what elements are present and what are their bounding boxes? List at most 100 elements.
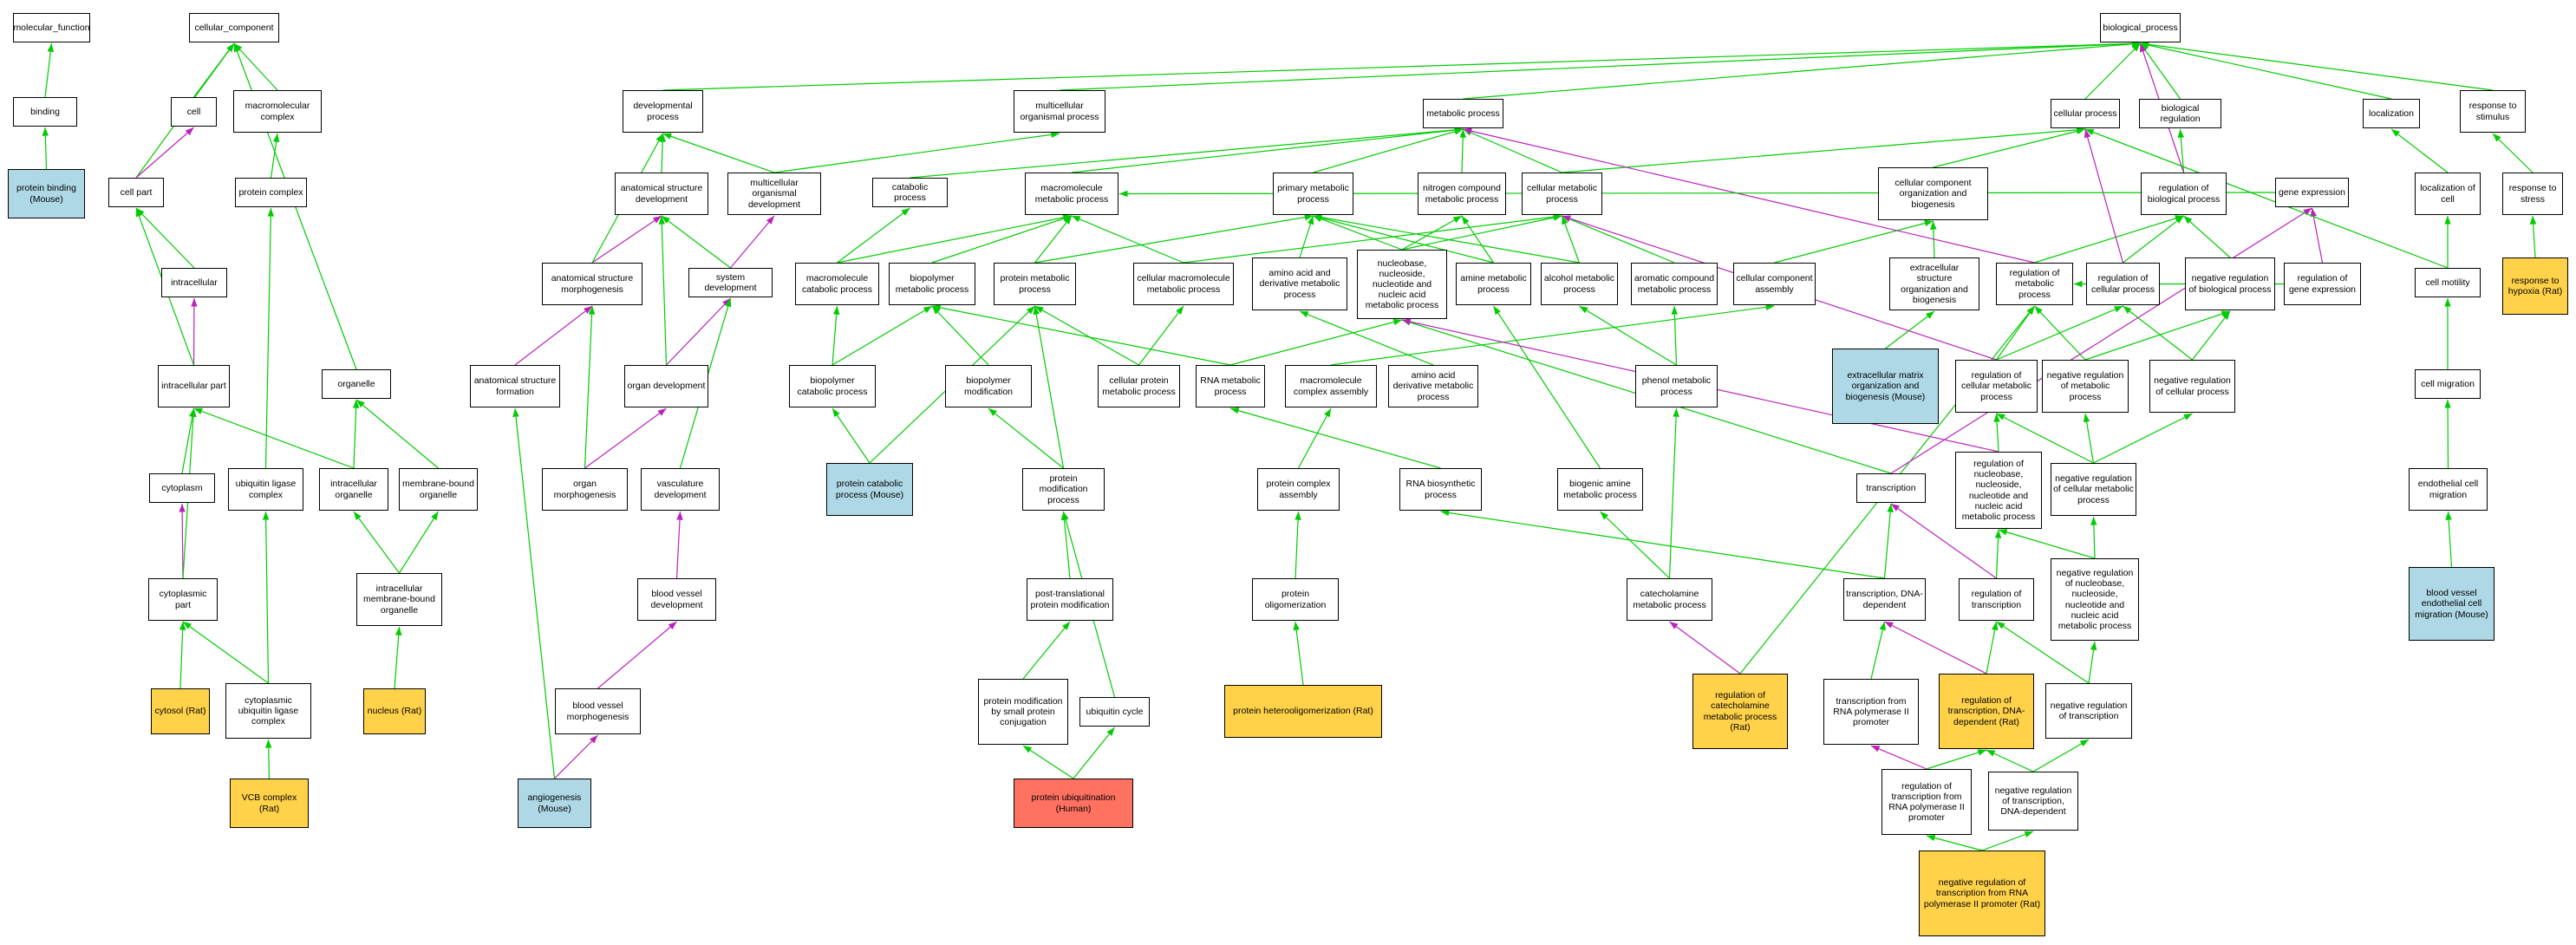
node-cytoplasm[interactable]: cytoplasm bbox=[149, 473, 215, 503]
node-mf[interactable]: molecular_function bbox=[13, 13, 90, 42]
node-reg-gene-expression[interactable]: regulation of gene expression bbox=[2284, 263, 2361, 305]
node-post-translational-mod[interactable]: post-translational protein modification bbox=[1027, 578, 1113, 621]
node-response-to-stimulus[interactable]: response to stimulus bbox=[2460, 90, 2526, 133]
node-multicellular-organismal-process[interactable]: multicellular organismal process bbox=[1014, 90, 1105, 133]
node-neg-reg-transcription-dna[interactable]: negative regulation of transcription, DN… bbox=[1988, 772, 2078, 831]
node-protein-catabolic[interactable]: protein catabolic process (Mouse) bbox=[826, 463, 913, 516]
node-metabolic-process[interactable]: metabolic process bbox=[1423, 99, 1503, 128]
node-bp[interactable]: biological_process bbox=[2100, 13, 2181, 42]
node-cytoplasmic-part[interactable]: cytoplasmic part bbox=[148, 578, 218, 621]
node-cytosol[interactable]: cytosol (Rat) bbox=[151, 688, 210, 734]
node-blood-vessel-morphogenesis[interactable]: blood vessel morphogenesis bbox=[555, 688, 641, 734]
node-anatomical-structure-formation[interactable]: anatomical structure formation bbox=[470, 365, 560, 407]
node-reg-transcription-rnap2[interactable]: regulation of transcription from RNA pol… bbox=[1881, 769, 1972, 835]
node-macromolecule-catabolic[interactable]: macromolecule catabolic process bbox=[795, 263, 879, 305]
node-protein-oligomerization[interactable]: protein oligomerization bbox=[1252, 578, 1339, 621]
node-cc-assembly[interactable]: cellular component assembly bbox=[1733, 263, 1816, 305]
node-biogenic-amine[interactable]: biogenic amine metabolic process bbox=[1557, 468, 1643, 511]
node-protein-heterooligomerization[interactable]: protein heterooligomerization (Rat) bbox=[1224, 685, 1382, 738]
node-nucleobase-metabolic[interactable]: nucleobase, nucleoside, nucleotide and n… bbox=[1357, 250, 1447, 319]
node-system-development[interactable]: system development bbox=[688, 268, 773, 297]
node-endothelial-cell-migration[interactable]: endothelial cell migration bbox=[2409, 468, 2488, 511]
node-reg-biological-process[interactable]: regulation of biological process bbox=[2141, 173, 2227, 215]
node-nucleus[interactable]: nucleus (Rat) bbox=[363, 688, 426, 734]
node-transcription-dna[interactable]: transcription, DNA-dependent bbox=[1843, 578, 1926, 621]
node-intracellular-organelle[interactable]: intracellular organelle bbox=[319, 468, 388, 511]
node-ecm-org-biogenesis[interactable]: extracellular matrix organization and bi… bbox=[1832, 349, 1939, 424]
node-biopolymer-modification[interactable]: biopolymer modification bbox=[945, 365, 1032, 407]
node-rna-biosynthetic[interactable]: RNA biosynthetic process bbox=[1399, 468, 1482, 511]
node-anatomical-structure-development[interactable]: anatomical structure development bbox=[615, 173, 708, 215]
node-vcb-complex[interactable]: VCB complex (Rat) bbox=[230, 779, 309, 828]
node-binding[interactable]: binding bbox=[13, 97, 77, 127]
node-cell-part[interactable]: cell part bbox=[108, 178, 164, 207]
node-ubiquitin-ligase-complex[interactable]: ubiquitin ligase complex bbox=[228, 468, 303, 511]
node-vasculature-development[interactable]: vasculature development bbox=[641, 468, 720, 511]
node-neg-reg-transcription-rnap2[interactable]: negative regulation of transcription fro… bbox=[1919, 850, 2045, 936]
node-localization[interactable]: localization bbox=[2363, 99, 2420, 128]
node-aromatic-metabolic[interactable]: aromatic compound metabolic process bbox=[1631, 263, 1718, 305]
node-mc-assembly[interactable]: macromolecule complex assembly bbox=[1285, 365, 1377, 407]
node-intracellular-mbo[interactable]: intracellular membrane-bound organelle bbox=[356, 573, 442, 626]
node-cc[interactable]: cellular_component bbox=[189, 13, 279, 42]
node-transcription[interactable]: transcription bbox=[1856, 473, 1926, 503]
node-developmental-process[interactable]: developmental process bbox=[623, 90, 703, 133]
node-reg-transcription[interactable]: regulation of transcription bbox=[1959, 578, 2034, 621]
node-protein-complex[interactable]: protein complex bbox=[235, 178, 307, 207]
node-blood-vessel-development[interactable]: blood vessel development bbox=[637, 578, 716, 621]
node-organ-morphogenesis[interactable]: organ morphogenesis bbox=[542, 468, 628, 511]
node-cell-motility[interactable]: cell motility bbox=[2415, 268, 2481, 297]
node-protein-complex-assembly[interactable]: protein complex assembly bbox=[1257, 468, 1340, 511]
node-bv-endothelial-cell-migration[interactable]: blood vessel endothelial cell migration … bbox=[2409, 567, 2494, 641]
node-neg-reg-transcription[interactable]: negative regulation of transcription bbox=[2045, 683, 2132, 739]
node-nitrogen-metabolic[interactable]: nitrogen compound metabolic process bbox=[1418, 173, 1506, 215]
node-multicellular-organismal-development[interactable]: multicellular organismal development bbox=[727, 173, 821, 215]
node-cell-migration[interactable]: cell migration bbox=[2415, 369, 2481, 399]
node-reg-cellular-metabolic[interactable]: regulation of cellular metabolic process bbox=[1955, 360, 2038, 413]
node-intracellular[interactable]: intracellular bbox=[161, 268, 227, 297]
node-neg-reg-biological[interactable]: negative regulation of biological proces… bbox=[2185, 257, 2275, 310]
node-alcohol-metabolic[interactable]: alcohol metabolic process bbox=[1541, 263, 1618, 305]
node-gene-expression[interactable]: gene expression bbox=[2275, 178, 2349, 207]
node-biopolymer-catabolic[interactable]: biopolymer catabolic process bbox=[789, 365, 876, 407]
node-cellular-macromolecule-metabolic[interactable]: cellular macromolecule metabolic process bbox=[1133, 263, 1234, 305]
node-catabolic-process[interactable]: catabolic process bbox=[872, 178, 948, 207]
node-amine-metabolic[interactable]: amine metabolic process bbox=[1456, 263, 1531, 305]
node-cellular-protein-metabolic[interactable]: cellular protein metabolic process bbox=[1098, 365, 1180, 407]
node-reg-transcription-dna[interactable]: regulation of transcription, DNA-depende… bbox=[1939, 674, 2034, 749]
node-neg-reg-cellular-metabolic[interactable]: negative regulation of cellular metaboli… bbox=[2051, 463, 2136, 516]
node-ubiquitin-cycle[interactable]: ubiquitin cycle bbox=[1079, 697, 1150, 727]
node-response-to-hypoxia[interactable]: response to hypoxia (Rat) bbox=[2502, 257, 2568, 315]
node-aa-derivative-metabolic[interactable]: amino acid derivative metabolic process bbox=[1388, 365, 1478, 407]
node-protein-ubiquitination[interactable]: protein ubiquitination (Human) bbox=[1014, 779, 1133, 828]
node-macromolecule-metabolic[interactable]: macromolecule metabolic process bbox=[1025, 173, 1118, 215]
node-neg-reg-cellular[interactable]: negative regulation of cellular process bbox=[2149, 360, 2235, 413]
node-organ-development[interactable]: organ development bbox=[624, 365, 708, 407]
node-ecs-org-biogenesis[interactable]: extracellular structure organization and… bbox=[1889, 257, 1979, 310]
node-anatomical-structure-morphogenesis[interactable]: anatomical structure morphogenesis bbox=[542, 263, 642, 305]
node-rna-metabolic[interactable]: RNA metabolic process bbox=[1196, 365, 1265, 407]
node-cytoplasmic-ulc[interactable]: cytoplasmic ubiquitin ligase complex bbox=[225, 683, 311, 739]
node-phenol-metabolic[interactable]: phenol metabolic process bbox=[1635, 365, 1718, 407]
node-membrane-bound-organelle[interactable]: membrane-bound organelle bbox=[399, 468, 478, 511]
node-catecholamine-metabolic[interactable]: catecholamine metabolic process bbox=[1627, 578, 1712, 621]
node-protein-mod-small-conj[interactable]: protein modification by small protein co… bbox=[978, 679, 1068, 745]
node-reg-cellular[interactable]: regulation of cellular process bbox=[2086, 263, 2160, 305]
node-protein-modification[interactable]: protein modification process bbox=[1022, 468, 1105, 511]
node-biopolymer-metabolic[interactable]: biopolymer metabolic process bbox=[889, 263, 975, 305]
node-macromolecular-complex[interactable]: macromolecular complex bbox=[233, 90, 322, 133]
node-intracellular-part[interactable]: intracellular part bbox=[158, 365, 230, 407]
node-protein-binding[interactable]: protein binding (Mouse) bbox=[8, 169, 85, 218]
node-primary-metabolic[interactable]: primary metabolic process bbox=[1273, 173, 1353, 215]
node-biological-regulation[interactable]: biological regulation bbox=[2139, 99, 2221, 128]
node-reg-catecholamine[interactable]: regulation of catecholamine metabolic pr… bbox=[1692, 674, 1788, 749]
node-reg-nucleobase[interactable]: regulation of nucleobase, nucleoside, nu… bbox=[1955, 452, 2042, 529]
node-reg-metabolic[interactable]: regulation of metabolic process bbox=[1996, 263, 2073, 305]
node-neg-reg-nucleobase[interactable]: negative regulation of nucleobase, nucle… bbox=[2051, 558, 2139, 641]
node-angiogenesis[interactable]: angiogenesis (Mouse) bbox=[518, 779, 591, 828]
node-localization-of-cell[interactable]: localization of cell bbox=[2415, 173, 2481, 215]
node-cell[interactable]: cell bbox=[171, 97, 217, 127]
node-cellular-metabolic[interactable]: cellular metabolic process bbox=[1522, 173, 1602, 215]
node-organelle[interactable]: organelle bbox=[322, 369, 391, 399]
node-neg-reg-metabolic[interactable]: negative regulation of metabolic process bbox=[2042, 360, 2129, 413]
